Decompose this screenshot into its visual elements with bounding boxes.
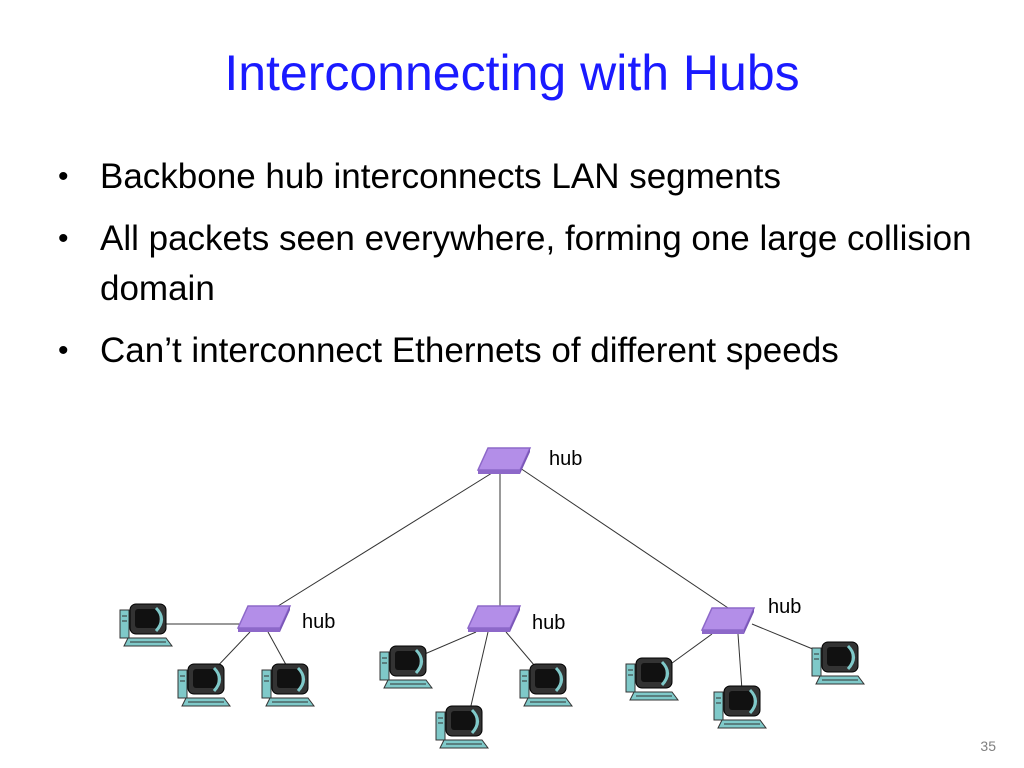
bullet-dot: • — [58, 160, 69, 193]
bullet-item: • Backbone hub interconnects LAN segments — [58, 152, 1008, 202]
link-right-pc-c — [751, 623, 821, 653]
bullet-text: All packets seen everywhere, forming one… — [100, 219, 972, 308]
link-backbone-right — [519, 467, 741, 617]
computer-icon — [378, 644, 434, 690]
slide-title: Interconnecting with Hubs — [224, 45, 800, 101]
network-diagram: hub hub hub hub — [118, 447, 866, 750]
computer-icon — [176, 662, 232, 708]
link-middle-pc-b — [469, 631, 489, 711]
link-backbone-left — [261, 467, 501, 617]
bullet-text: Backbone hub interconnects LAN segments — [100, 157, 781, 196]
backbone-hub-icon — [477, 447, 531, 475]
link-middle-pc-a — [419, 631, 477, 657]
computer-icon — [624, 656, 680, 702]
hub-right-label: hub — [768, 596, 801, 618]
segment-links — [165, 623, 821, 711]
link-right-pc-b — [737, 633, 743, 691]
computer-icon — [118, 602, 174, 648]
hub-left-icon — [237, 605, 291, 633]
computer-icon — [712, 684, 768, 730]
computer-icon — [260, 662, 316, 708]
hub-middle-label: hub — [532, 612, 565, 634]
page-number: 35 — [980, 738, 996, 754]
hub-middle-icon — [467, 605, 521, 633]
backbone-hub-label: hub — [549, 448, 582, 470]
bullet-text: Can’t interconnect Ethernets of differen… — [100, 331, 839, 370]
bullet-dot: • — [58, 222, 69, 255]
bullet-item: • Can’t interconnect Ethernets of differe… — [58, 326, 1008, 376]
computer-icon — [810, 640, 866, 686]
hub-right-icon — [701, 607, 755, 635]
hub-left-label: hub — [302, 611, 335, 633]
computer-icon — [434, 704, 490, 750]
bullet-dot: • — [58, 334, 69, 367]
backbone-links — [261, 467, 741, 617]
link-right-pc-a — [667, 633, 713, 667]
bullet-item: • All packets seen everywhere, forming on… — [58, 214, 1008, 314]
bullet-list: • Backbone hub interconnects LAN segments… — [58, 152, 1008, 388]
computer-icon — [518, 662, 574, 708]
